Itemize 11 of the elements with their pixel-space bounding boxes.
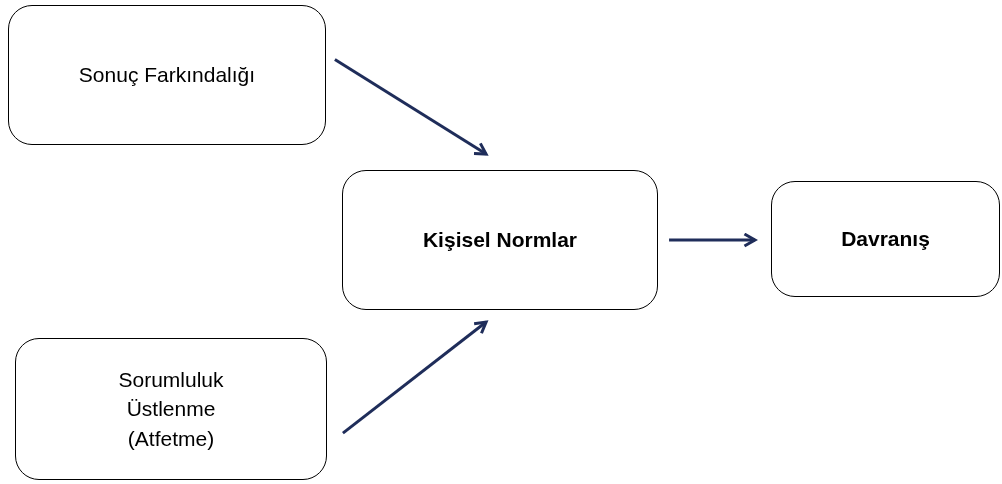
rounded-box xyxy=(342,170,658,310)
arrow xyxy=(342,320,488,435)
arrow xyxy=(669,232,757,248)
node-label: Kişisel Normlar xyxy=(422,227,578,254)
node-label: Sorumluluk Üstlenme (Atfetme) xyxy=(117,366,225,452)
node-label: Davranış xyxy=(841,226,930,253)
node-label: Sonuç Farkındalığı xyxy=(78,62,256,89)
arrow xyxy=(334,58,488,156)
rounded-box xyxy=(771,181,1000,297)
rounded-box xyxy=(15,338,327,480)
rounded-box xyxy=(8,5,326,145)
